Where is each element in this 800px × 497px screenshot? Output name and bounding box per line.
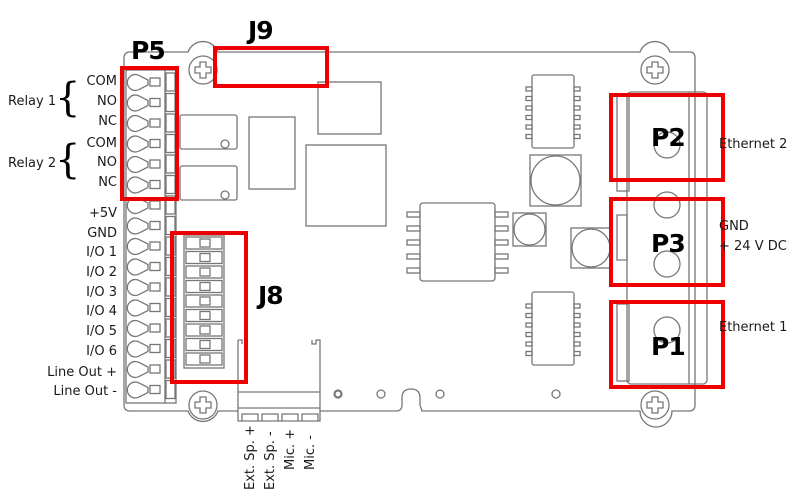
component: [317, 81, 382, 135]
led: [333, 389, 343, 399]
highlight-j8: [170, 231, 248, 384]
io-pin-label: I/O 3: [86, 285, 117, 300]
connector-label-j9: J9: [248, 16, 274, 45]
capacitor: [529, 154, 582, 207]
mounting-screw-icon: [188, 390, 218, 420]
terminal-screw: [126, 338, 176, 359]
audio-pin-label: Ext. Sp. -: [263, 431, 278, 490]
io-pin-label: Line Out -: [53, 384, 117, 399]
terminal-screw: [126, 236, 176, 256]
power-gnd-label: GND: [719, 219, 749, 234]
mounting-screw-icon: [640, 55, 670, 85]
transformer-chip: [531, 291, 575, 366]
highlight-j9: [213, 46, 329, 88]
terminal-block-p5: [125, 69, 177, 404]
connector-hole: [653, 131, 681, 159]
terminal-screw: [126, 256, 176, 277]
component: [305, 144, 387, 227]
connector-label-j8: J8: [258, 281, 284, 310]
relay-1-label: Relay 1: [8, 94, 57, 109]
io-pin-label: Line Out +: [47, 365, 117, 380]
relay-1: [179, 114, 238, 150]
terminal-screw: [126, 215, 176, 236]
pin-label: COM: [86, 136, 117, 151]
mounting-screw-icon: [640, 390, 670, 420]
audio-pin-label: Mic. +: [283, 428, 298, 470]
highlight-p1: [609, 300, 725, 389]
capacitor: [570, 227, 612, 269]
connector-hole: [653, 250, 681, 278]
connector-label-p5: P5: [131, 36, 166, 65]
terminal-screw: [126, 277, 176, 297]
io-pin-label: GND: [87, 226, 117, 241]
audio-pin-label: Mic. -: [303, 435, 318, 470]
relay-1-brace: {: [55, 75, 81, 121]
mounting-screw-icon: [188, 55, 218, 85]
led: [551, 389, 561, 399]
ic-chip: [419, 202, 496, 282]
power-24v-label: + 24 V DC: [719, 239, 787, 254]
led: [435, 389, 445, 399]
highlight-p2: [609, 93, 725, 182]
terminal-screw: [126, 318, 176, 338]
pin-label: NO: [97, 155, 117, 170]
connector-label-p1: P1: [651, 332, 686, 361]
connector-label-p2: P2: [651, 123, 686, 152]
led: [376, 389, 386, 399]
component: [248, 116, 296, 190]
connector-j8-body: [183, 234, 225, 369]
highlight-p5: [120, 66, 179, 201]
transformer-chip: [531, 74, 575, 149]
io-pin-label: +5V: [88, 206, 117, 221]
terminal-screw: [126, 359, 176, 379]
ethernet-2-label: Ethernet 2: [719, 137, 788, 152]
board-drawing: [123, 40, 708, 428]
capacitor: [512, 212, 547, 247]
relay-2-label: Relay 2: [8, 156, 57, 171]
connector-hole: [653, 191, 681, 219]
connector-label-p3: P3: [651, 229, 686, 258]
ethernet-1-label: Ethernet 1: [719, 320, 788, 335]
io-pin-label: I/O 6: [86, 344, 117, 359]
io-pin-label: I/O 2: [86, 265, 117, 280]
highlight-p3: [609, 197, 725, 287]
connector-hole: [653, 316, 681, 344]
audio-pin-label: Ext. Sp. +: [243, 425, 258, 490]
pin-label: COM: [86, 74, 117, 89]
pin-label: NC: [98, 175, 117, 190]
relay-2-brace: {: [55, 137, 81, 183]
terminal-screw: [126, 379, 176, 400]
pin-label: NC: [98, 114, 117, 129]
audio-connector: [237, 339, 321, 422]
io-pin-label: I/O 1: [86, 245, 117, 260]
pin-label: NO: [97, 94, 117, 109]
io-pin-label: I/O 4: [86, 304, 117, 319]
board-outline: [123, 40, 696, 428]
relay-2: [179, 165, 238, 201]
terminal-screw: [126, 297, 176, 318]
io-pin-label: I/O 5: [86, 324, 117, 339]
